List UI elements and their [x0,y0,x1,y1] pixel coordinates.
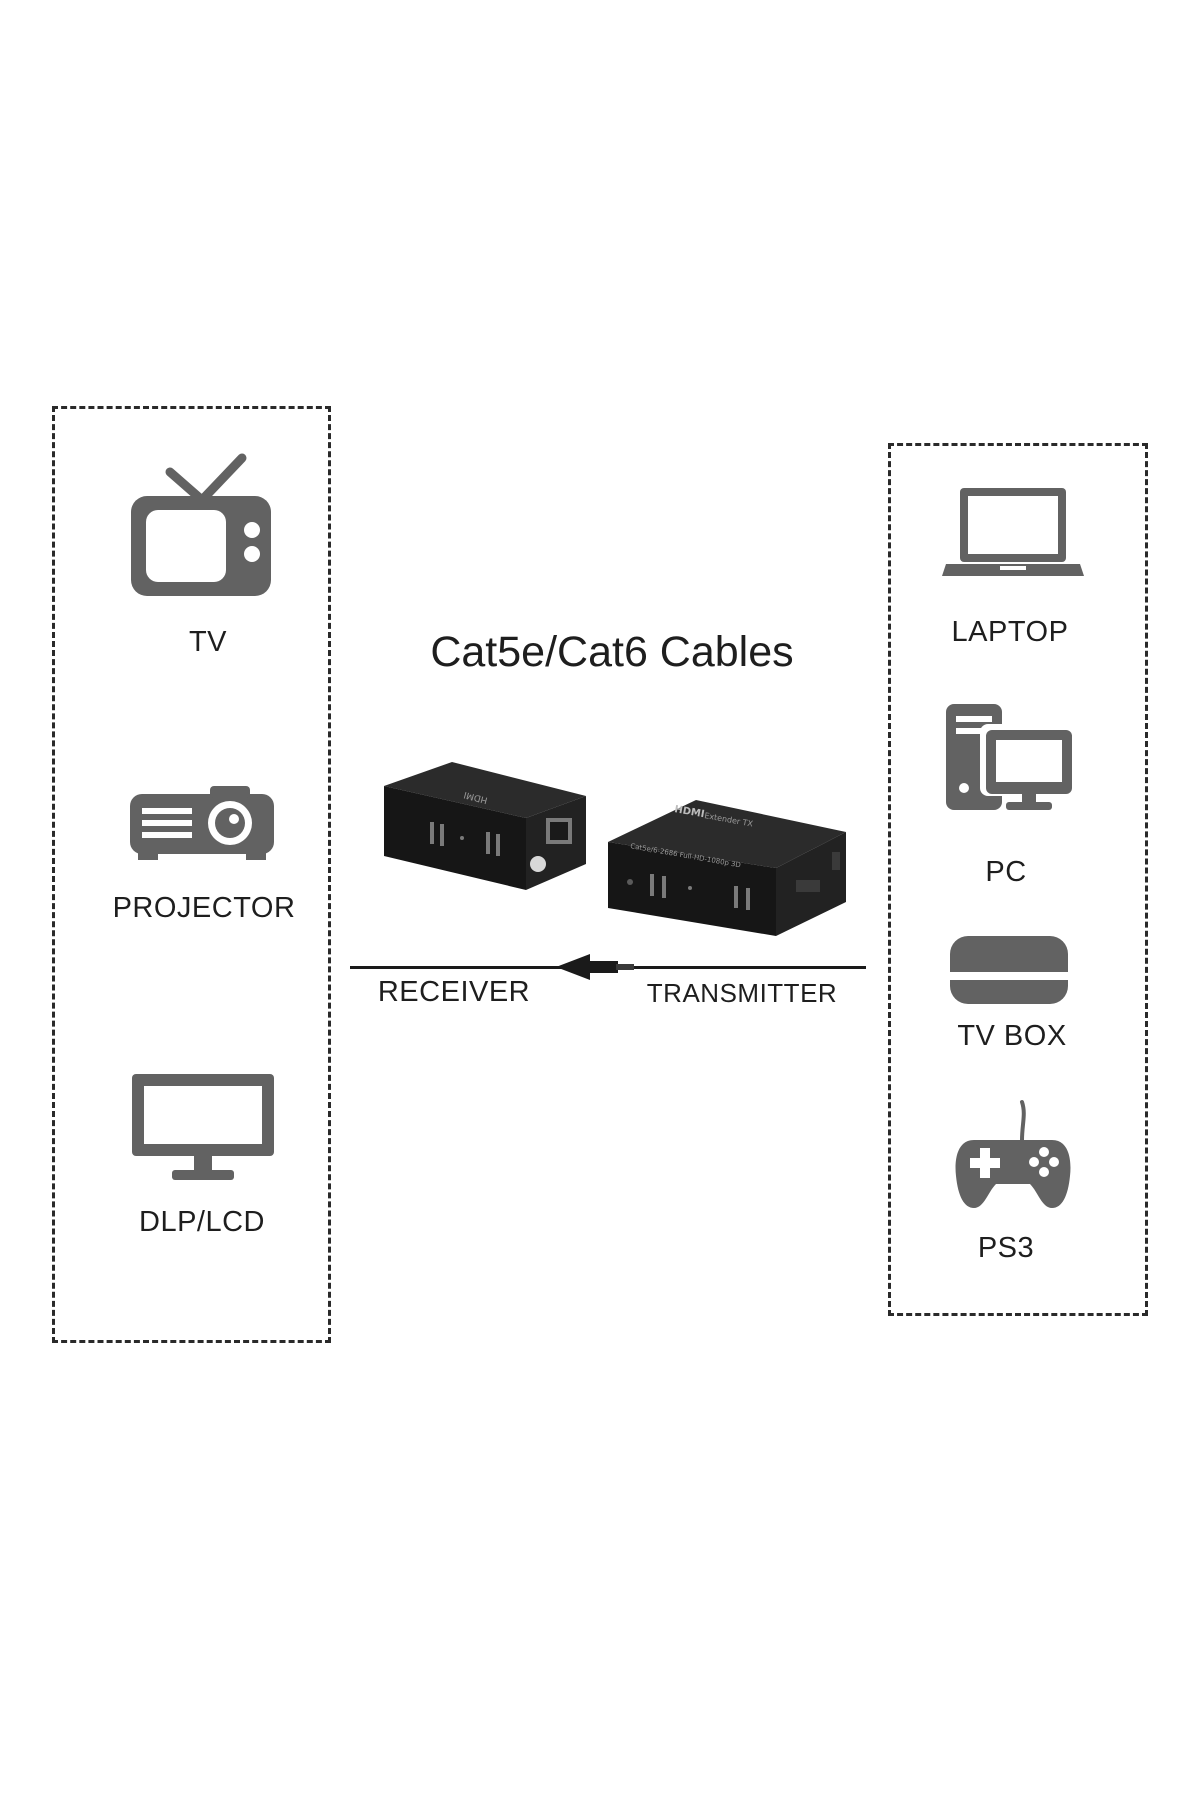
transmitter-devices-box [888,443,1148,1316]
receiver-unit: HDMI [376,756,586,890]
receiver-label: RECEIVER [377,976,531,1008]
tv-box-label: TV BOX [957,1020,1067,1052]
monitor-icon [130,1072,276,1184]
projector-icon [128,786,276,862]
pc-label: PC [985,856,1027,888]
diagram-title: Cat5e/Cat6 Cables [430,628,794,676]
transmitter-unit-brand: HDMI [673,804,705,820]
signal-arrow-icon [556,952,634,982]
laptop-icon [942,486,1084,580]
transmitter-unit: HDMI Extender TX Cat5e/6-2686 Full-HD-10… [600,790,846,936]
tv-icon [128,450,275,598]
gamepad-icon [952,1098,1074,1210]
tv-label: TV [188,626,228,658]
projector-label: PROJECTOR [112,892,296,924]
dlp-lcd-label: DLP/LCD [139,1206,265,1238]
receiver-devices-box [52,406,331,1343]
transmitter-label: TRANSMITTER [646,978,838,1008]
pc-icon [944,702,1076,812]
laptop-label: LAPTOP [951,616,1069,648]
tv-box-icon [948,932,1070,1008]
ps3-label: PS3 [977,1232,1035,1264]
